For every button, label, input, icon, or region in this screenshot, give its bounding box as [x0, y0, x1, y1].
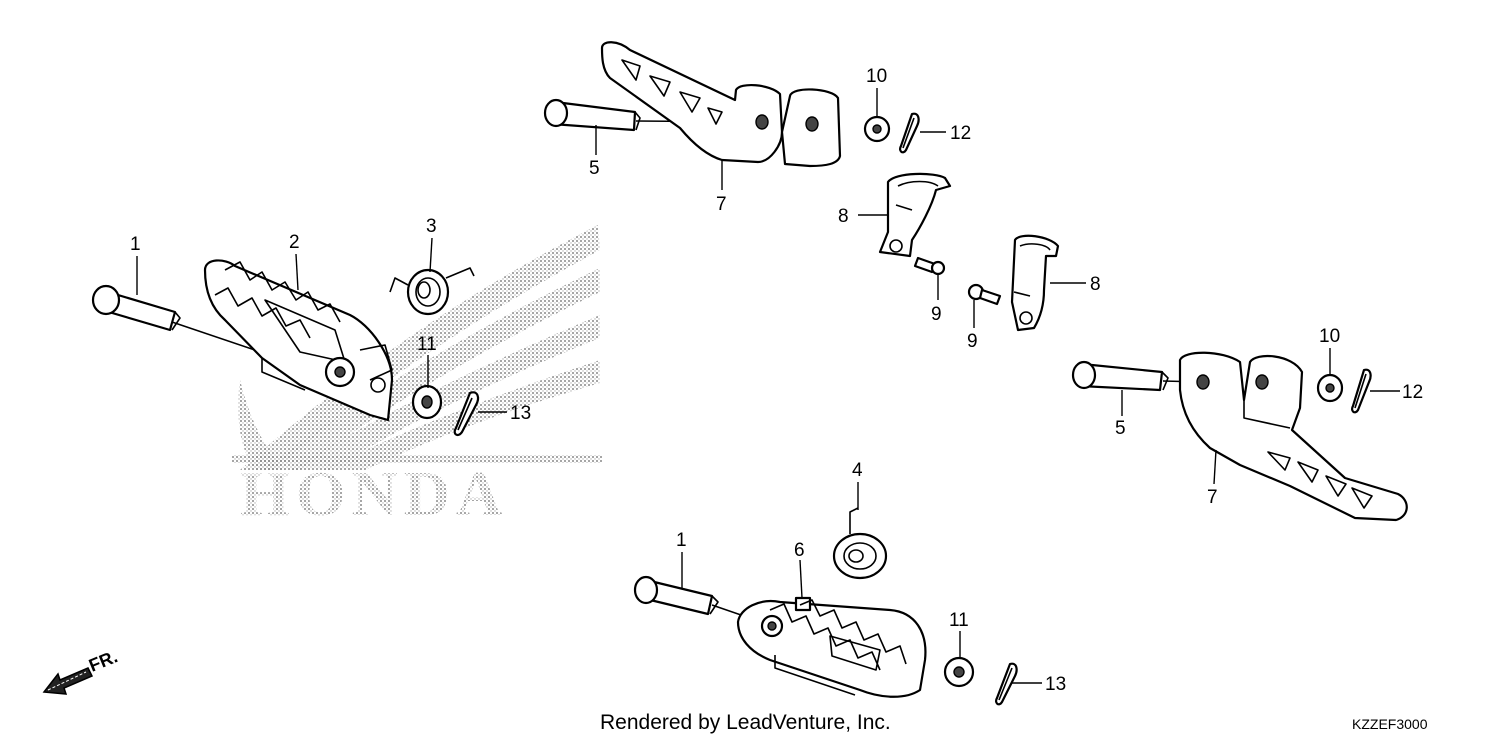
callout-11-lower: 11 [949, 610, 969, 631]
callout-13-lower: 13 [1045, 674, 1066, 695]
callout-3: 3 [426, 216, 437, 237]
callout-11-left: 11 [417, 334, 437, 355]
front-direction-arrow-icon [42, 667, 94, 695]
part-13-cotter-pin-lower [994, 662, 1018, 706]
callout-7-right: 7 [1207, 487, 1218, 508]
callout-5-right: 5 [1115, 418, 1126, 439]
part-12-cotter-pin-upper [898, 112, 920, 154]
callout-1-lower: 1 [676, 530, 687, 551]
callout-12-upper: 12 [950, 123, 971, 144]
part-11-washer-lower [943, 656, 975, 688]
part-13-cotter-pin-left [453, 391, 480, 437]
part-10-washer-upper [863, 115, 891, 143]
part-9-bolt-lower [967, 283, 1002, 306]
callout-10-upper: 10 [866, 66, 887, 87]
callout-8-lower: 8 [1090, 274, 1101, 295]
callout-2: 2 [289, 232, 300, 253]
part-12-cotter-pin-right [1350, 368, 1372, 414]
callout-7-upper: 7 [716, 194, 727, 215]
part-4-spring [832, 507, 888, 580]
callout-4: 4 [852, 460, 863, 481]
callout-13-left: 13 [510, 403, 531, 424]
part-11-washer-left [411, 384, 443, 420]
part-2-footpeg-left [203, 259, 394, 422]
callout-10-right: 10 [1319, 326, 1340, 347]
part-10-washer-right [1316, 373, 1344, 403]
front-indicator-label: FR. [86, 646, 120, 675]
part-9-bolt-upper [913, 256, 946, 276]
callout-1-upper: 1 [130, 234, 141, 255]
callout-6: 6 [794, 540, 805, 561]
part-8-clamp-lower [1010, 234, 1060, 332]
part-7-bracket-right [1178, 351, 1408, 522]
render-credit: Rendered by LeadVenture, Inc. [600, 711, 891, 734]
part-6-footpeg-lower [736, 596, 927, 698]
honda-wordmark-watermark: HONDA [240, 458, 508, 529]
callout-leaders [136, 88, 1400, 684]
callout-5-upper: 5 [589, 158, 600, 179]
diagram-code: KZZEF3000 [1352, 716, 1428, 732]
callout-8-upper: 8 [838, 206, 849, 227]
callout-9-upper: 9 [931, 304, 942, 325]
callout-9-lower: 9 [967, 331, 978, 352]
part-7-bracket-upper [600, 41, 842, 168]
part-3-spring [389, 267, 475, 316]
part-8-clamp-upper [878, 172, 952, 258]
callout-12-right: 12 [1402, 382, 1423, 403]
